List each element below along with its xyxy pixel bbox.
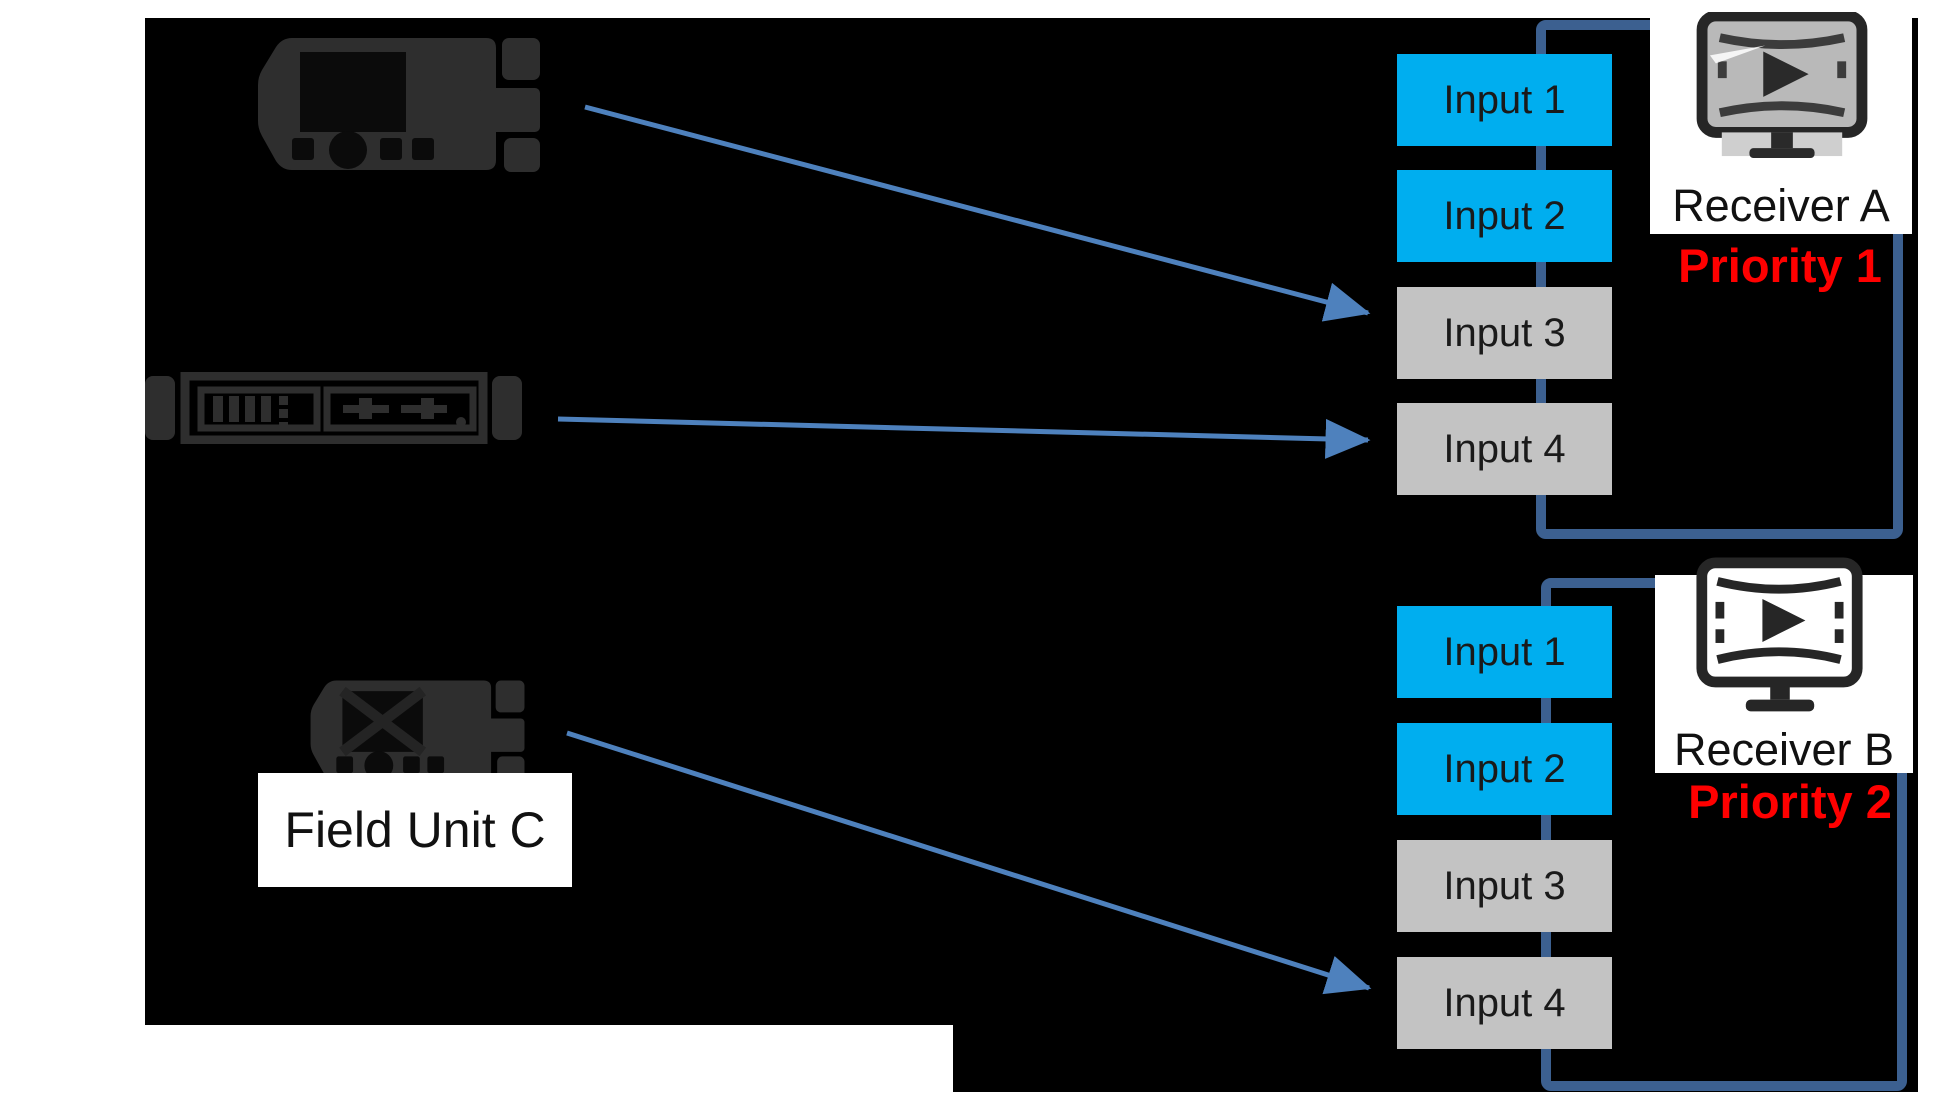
video-monitor-play-icon [1696,12,1868,159]
receiver-b-input-3: Input 3 [1397,840,1612,932]
arrow-field-unit-top-to-receiver-a-input-3 [584,104,1371,322]
receiver-a-priority: Priority 1 [1678,239,1882,292]
portable-transmitter-icon [310,680,525,783]
receiver-b-input-1: Input 1 [1397,606,1612,698]
arrow-rack-unit-to-receiver-a-input-4 [557,416,1371,459]
receiver-b-input-2: Input 2 [1397,723,1612,815]
receiver-a-input-2: Input 2 [1397,170,1612,262]
arrow-field-unit-c-to-receiver-b-input-4 [566,730,1372,995]
receiver-b-priority: Priority 2 [1688,775,1892,828]
receiver-a-input-1: Input 1 [1397,54,1612,146]
video-monitor-play-icon [1696,557,1863,712]
receiver-b-label: Receiver B [1673,724,1895,775]
receiver-a-input-3: Input 3 [1397,287,1612,379]
field-unit-c-label-plate: Field Unit C [258,773,572,887]
portable-transmitter-icon [258,38,540,172]
rack-receiver-icon [145,372,522,444]
receiver-a-label: Receiver A [1672,180,1890,231]
receiver-b-input-4: Input 4 [1397,957,1612,1049]
field-unit-c-label: Field Unit C [284,802,546,858]
receiver-a-input-4: Input 4 [1397,403,1612,495]
